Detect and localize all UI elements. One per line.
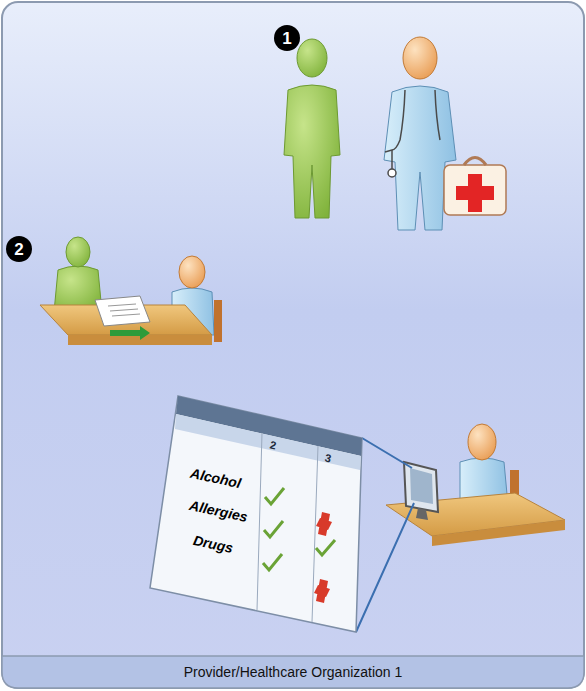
patient-figure (284, 39, 340, 218)
organization-band: Provider/Healthcare Organization 1 (2, 656, 584, 688)
reception-scene (40, 237, 222, 345)
callout-number: 1 (282, 30, 291, 47)
table-panel (150, 396, 362, 632)
callout-circle (274, 25, 300, 51)
computer-scene (386, 424, 565, 546)
callout-circle (6, 236, 32, 262)
band-title: Provider/Healthcare Organization 1 (184, 664, 403, 680)
band-ground (2, 656, 584, 688)
zoom-line (356, 438, 414, 632)
doctor-figure (384, 37, 506, 230)
callout-number: 2 (14, 241, 23, 258)
